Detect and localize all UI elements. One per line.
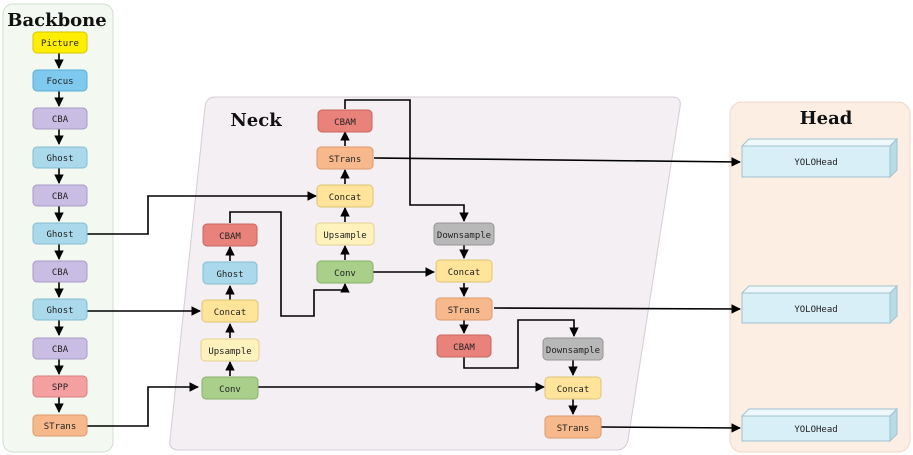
node-concat: Concat [201,299,259,323]
node-strans: STrans [544,415,602,439]
node-label: Downsample [437,231,491,241]
connectors [54,53,741,433]
node-label: Ghost [46,306,73,316]
node-conv: Conv [201,376,259,400]
node-concat: Concat [435,259,493,283]
neck-title: Neck [230,110,282,131]
node-label: Ghost [216,270,243,280]
node-label: STrans [557,424,590,434]
node-focus: Focus [32,69,88,92]
node-label: CBA [52,268,69,278]
node-label: CBA [52,115,69,125]
node-cbam: CBAM [317,109,373,133]
node-label: CBAM [334,118,356,128]
node-strans: STrans [32,414,88,437]
node-upsample: Upsample [315,222,375,246]
node-label: STrans [329,155,362,165]
node-cbam: CBAM [436,334,492,358]
node-label: Concat [448,268,481,278]
node-strans: STrans [435,297,493,321]
node-ghost: Ghost [32,222,88,245]
node-label: Conv [334,269,356,279]
node-label: CBA [52,345,69,355]
node-label: STrans [44,422,77,432]
node-ghost: Ghost [202,261,258,285]
node-label: Concat [329,193,362,203]
head-panel: Head [729,101,911,453]
node-label: Picture [41,39,79,49]
node-conv: Conv [316,260,374,284]
neck-column-1: CBAM Ghost Concat Upsample Conv [200,223,260,400]
node-label: Concat [214,308,247,318]
node-label: CBAM [219,232,241,242]
node-label: Upsample [208,347,251,357]
node-label: Conv [219,385,241,395]
node-picture: Picture [32,31,88,54]
node-yolohead-3: YOLOHead [740,407,899,443]
node-label: CBAM [453,343,475,353]
node-label: Ghost [46,154,73,164]
head-title: Head [800,108,853,129]
node-downsample: Downsample [433,222,495,246]
node-downsample: Downsample [542,337,604,361]
neck-column-3: Downsample Concat STrans CBAM [433,222,495,358]
neck-panel: Neck [169,96,681,451]
node-label: Ghost [46,230,73,240]
node-label: Upsample [323,231,366,241]
backbone-nodes: Picture Focus CBA Ghost CBA Ghost CBA G [32,31,88,437]
node-label: YOLOHead [794,425,837,435]
node-ghost: Ghost [32,146,88,169]
node-cba: CBA [32,337,88,360]
node-label: SPP [52,383,69,393]
neck-column-2: CBAM STrans Concat Upsample Conv [315,109,375,284]
node-spp: SPP [32,375,88,398]
node-label: Concat [557,385,590,395]
node-label: STrans [448,306,481,316]
node-strans: STrans [316,146,374,170]
neck-column-4: Downsample Concat STrans [542,337,604,439]
node-yolohead-2: YOLOHead [740,284,899,325]
node-cbam: CBAM [202,223,258,247]
node-label: Downsample [546,346,600,356]
node-label: CBA [52,192,69,202]
node-concat: Concat [544,376,602,400]
node-label: YOLOHead [794,305,837,315]
node-upsample: Upsample [200,338,260,362]
node-ghost: Ghost [32,298,88,321]
node-cba: CBA [32,260,88,283]
head-boxes: YOLOHead YOLOHead YOLOHead [740,137,899,443]
backbone-title: Backbone [7,10,106,31]
node-yolohead-1: YOLOHead [740,137,899,179]
node-cba: CBA [32,184,88,207]
node-label: Focus [46,77,73,87]
node-label: YOLOHead [794,158,837,168]
node-cba: CBA [32,107,88,130]
node-concat: Concat [316,184,374,208]
